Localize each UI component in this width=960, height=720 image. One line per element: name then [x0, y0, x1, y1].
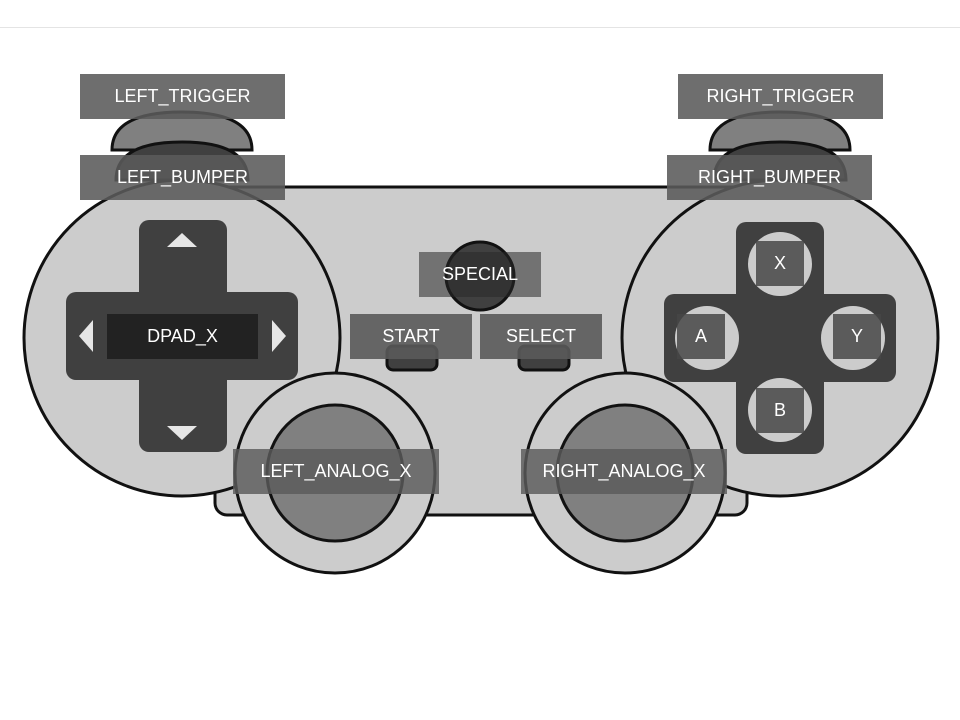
right-bumper-label: RIGHT_BUMPER	[667, 155, 872, 200]
select-label: SELECT	[480, 314, 602, 359]
right-analog-label: RIGHT_ANALOG_X	[521, 449, 727, 494]
dpad-left-icon[interactable]	[79, 320, 93, 352]
dpad-down-icon[interactable]	[167, 426, 197, 440]
left-analog-label: LEFT_ANALOG_X	[233, 449, 439, 494]
dpad-up-icon[interactable]	[167, 233, 197, 247]
top-bar	[0, 0, 960, 28]
special-label: SPECIAL	[419, 252, 541, 297]
button-y-label: Y	[833, 314, 881, 359]
button-a-label: A	[677, 314, 725, 359]
button-x-label: X	[756, 241, 804, 286]
left-trigger-label: LEFT_TRIGGER	[80, 74, 285, 119]
dpad-label: DPAD_X	[107, 314, 258, 359]
left-bumper-label: LEFT_BUMPER	[80, 155, 285, 200]
button-b-label: B	[756, 388, 804, 433]
dpad-right-icon[interactable]	[272, 320, 286, 352]
start-label: START	[350, 314, 472, 359]
right-trigger-label: RIGHT_TRIGGER	[678, 74, 883, 119]
